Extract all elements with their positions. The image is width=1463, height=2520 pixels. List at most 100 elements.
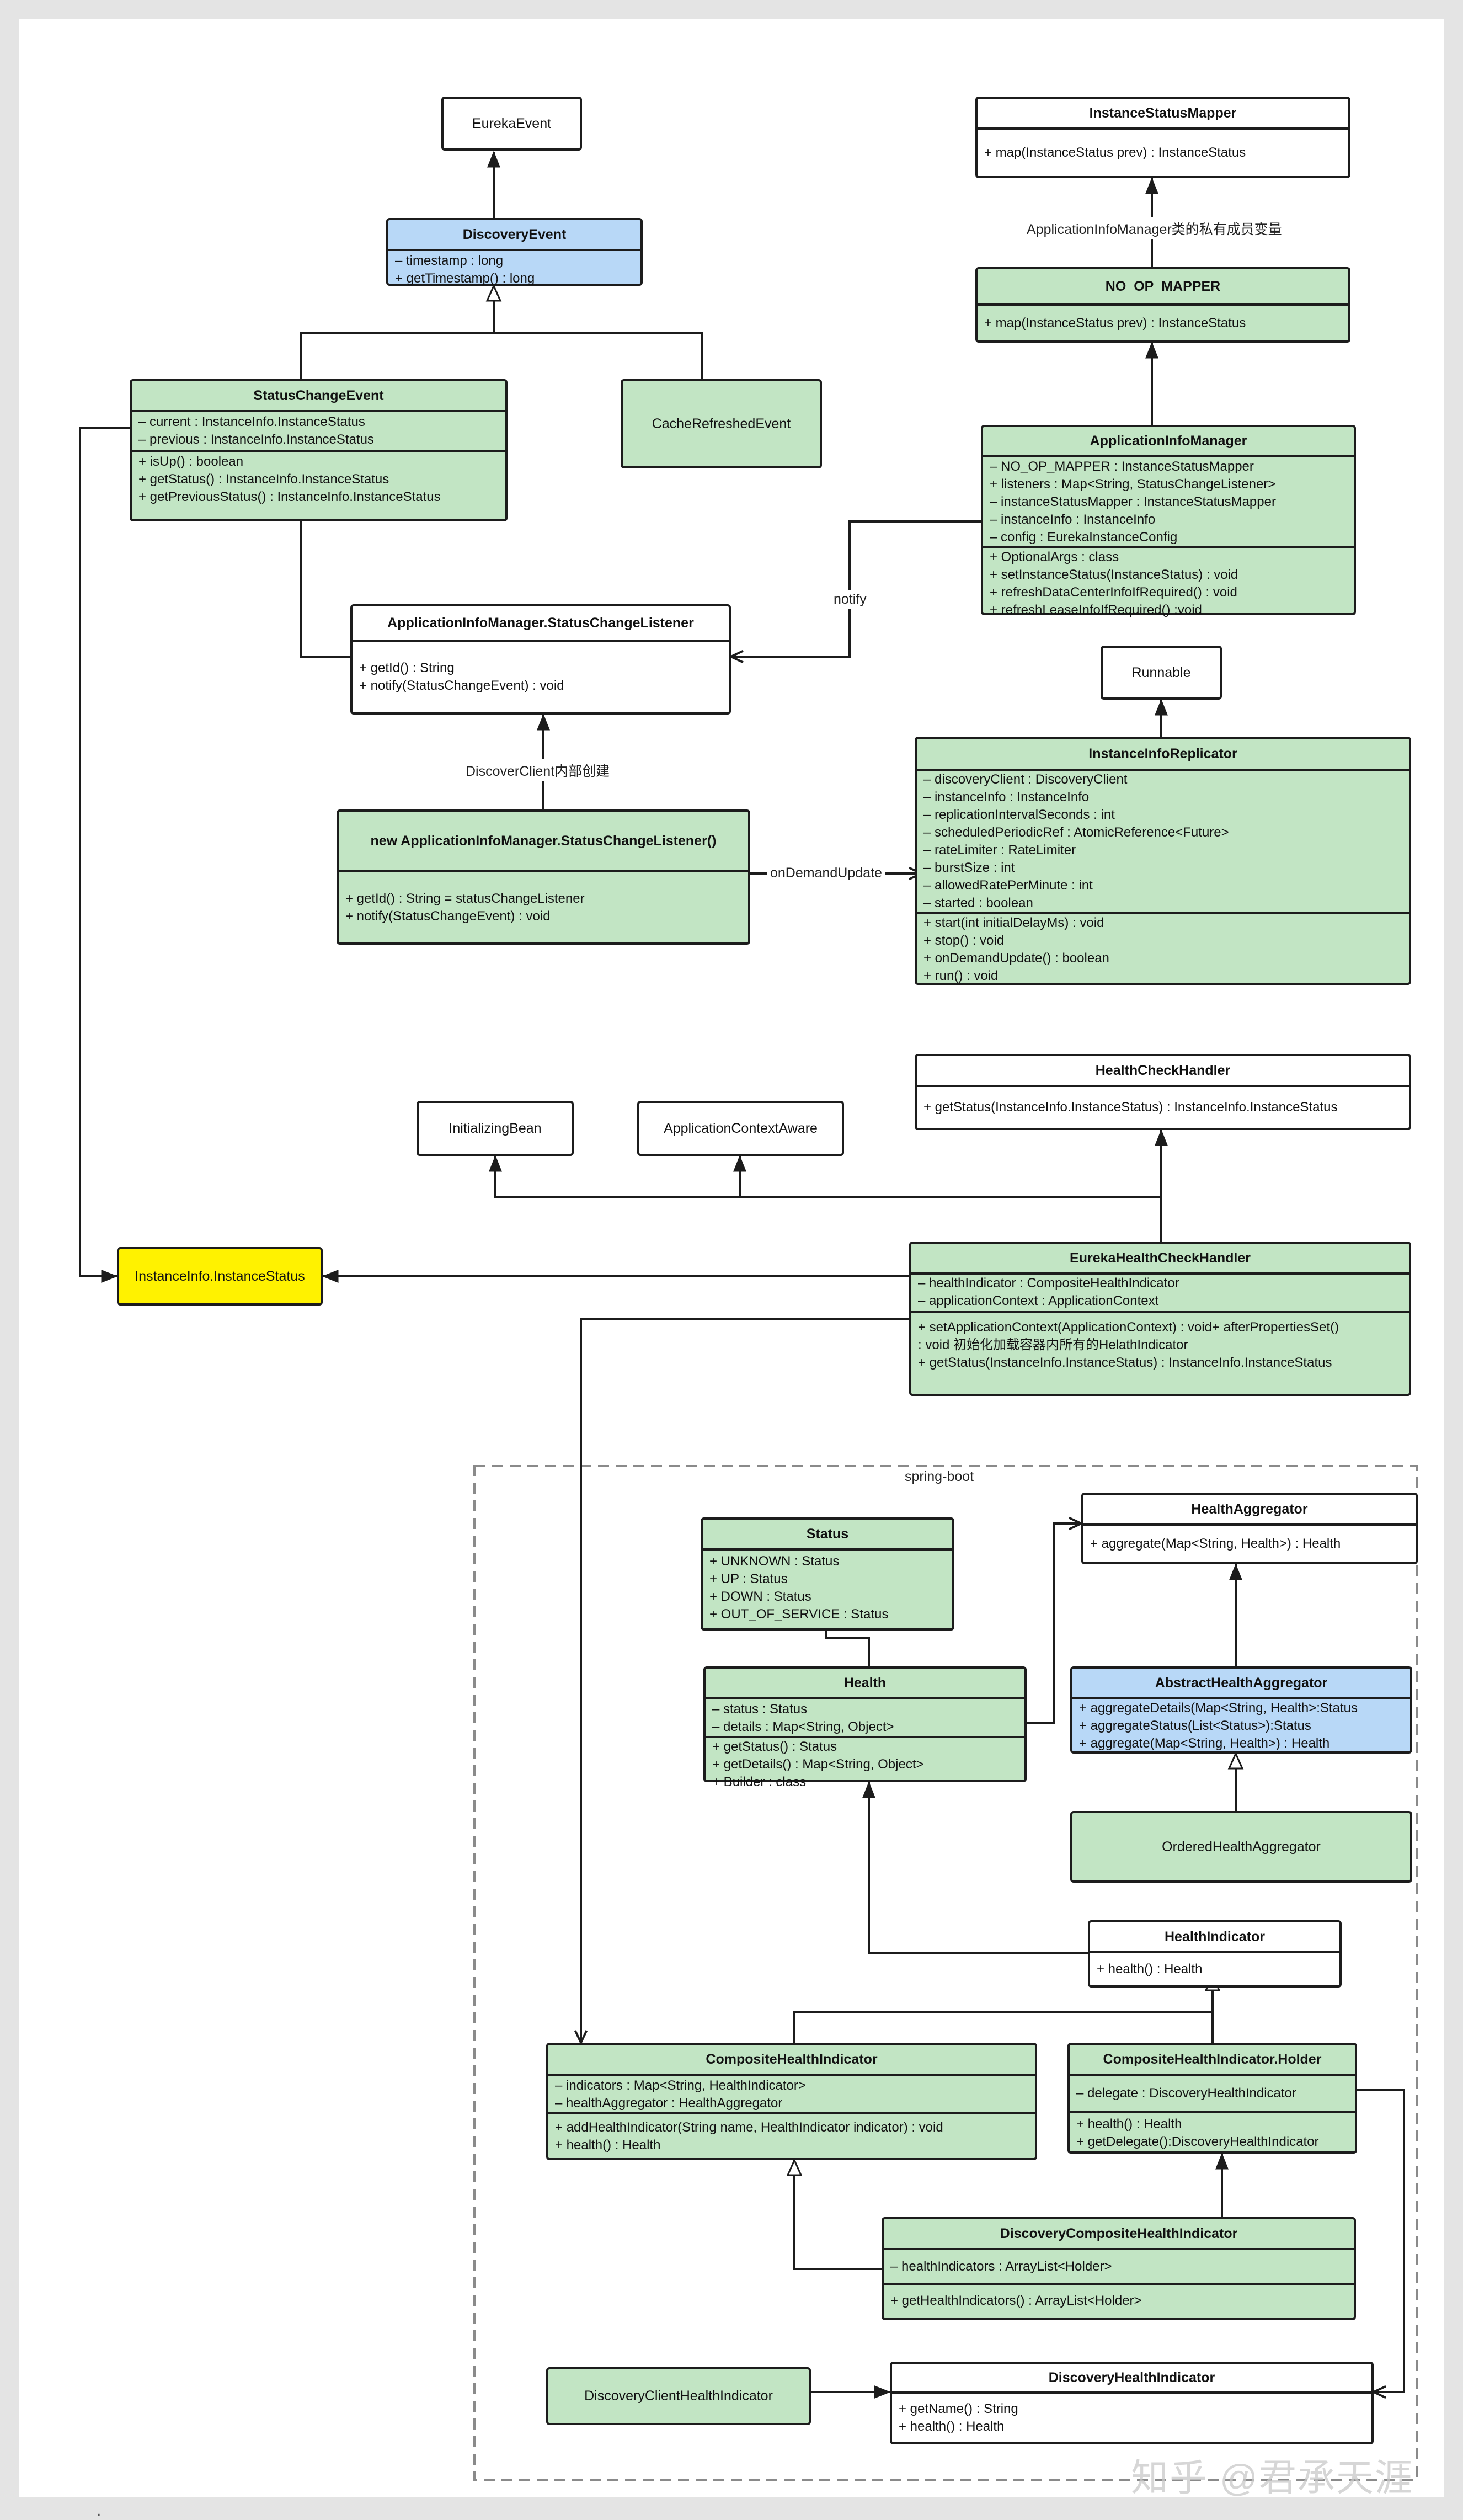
instance-info-replicator-box[interactable]: InstanceInfoReplicator – discoveryClient… bbox=[915, 737, 1411, 985]
new-status-change-listener-method: + notify(StatusChangeEvent) : void bbox=[345, 908, 551, 924]
instance-status-box[interactable]: InstanceInfo.InstanceStatus bbox=[117, 1247, 323, 1306]
health-aggregator-box[interactable]: HealthAggregator + aggregate(Map<String,… bbox=[1081, 1493, 1418, 1564]
discovery-health-indicator-title: DiscoveryHealthIndicator bbox=[892, 2364, 1371, 2394]
edge-eurekahch-to-initializingbean bbox=[489, 1155, 1161, 1198]
application-context-aware-box[interactable]: ApplicationContextAware bbox=[637, 1101, 844, 1156]
health-check-handler-box[interactable]: HealthCheckHandler + getStatus(InstanceI… bbox=[915, 1054, 1411, 1130]
discovery-event-attr: + getTimestamp() : long bbox=[395, 271, 535, 286]
discovery-event-title: DiscoveryEvent bbox=[388, 220, 640, 251]
status-change-listener-method: + getId() : String bbox=[359, 660, 455, 675]
eureka-health-check-handler-method: + setApplicationContext(ApplicationConte… bbox=[918, 1320, 1339, 1335]
application-info-manager-method: + refreshLeaseInfoIfRequired() :void bbox=[990, 603, 1202, 617]
status-change-event-title: StatusChangeEvent bbox=[132, 381, 505, 412]
new-status-change-listener-box[interactable]: new ApplicationInfoManager.StatusChangeL… bbox=[337, 809, 750, 945]
abstract-health-aggregator-box[interactable]: AbstractHealthAggregator + aggregateDeta… bbox=[1070, 1666, 1412, 1754]
instance-info-replicator-attr: – rateLimiter : RateLimiter bbox=[923, 843, 1076, 857]
status-change-event-attr: – previous : InstanceInfo.InstanceStatus bbox=[138, 432, 374, 447]
application-info-manager-box[interactable]: ApplicationInfoManager – NO_OP_MAPPER : … bbox=[981, 425, 1356, 617]
spring-boot-group-border bbox=[473, 1465, 1418, 2481]
initializing-bean-box[interactable]: InitializingBean bbox=[417, 1101, 574, 1156]
health-method: + getDetails() : Map<String, Object> bbox=[712, 1757, 924, 1772]
eureka-health-check-handler-title: EurekaHealthCheckHandler bbox=[911, 1244, 1409, 1275]
health-indicator-title: HealthIndicator bbox=[1090, 1922, 1339, 1953]
composite-health-indicator-box[interactable]: CompositeHealthIndicator – indicators : … bbox=[546, 2043, 1037, 2160]
discovery-client-health-indicator-box[interactable]: DiscoveryClientHealthIndicator bbox=[546, 2367, 811, 2425]
application-info-manager-method: + OptionalArgs : class bbox=[990, 550, 1119, 564]
ordered-health-aggregator-box[interactable]: OrderedHealthAggregator bbox=[1070, 1811, 1412, 1883]
status-box[interactable]: Status + UNKNOWN : Status + UP : Status … bbox=[701, 1517, 954, 1631]
instance-status-mapper-method: + map(InstanceStatus prev) : InstanceSta… bbox=[984, 145, 1246, 160]
composite-health-indicator-attr: – healthAggregator : HealthAggregator bbox=[555, 2096, 783, 2111]
discovery-composite-health-indicator-method: + getHealthIndicators() : ArrayList<Hold… bbox=[890, 2293, 1142, 2308]
on-demand-update-label: onDemandUpdate bbox=[767, 864, 885, 882]
new-status-change-listener-method: + getId() : String = statusChangeListene… bbox=[345, 891, 585, 906]
instance-info-replicator-attr: – started : boolean bbox=[923, 896, 1033, 910]
abstract-health-aggregator-method: + aggregate(Map<String, Health>) : Healt… bbox=[1079, 1736, 1330, 1751]
footer-mark: . bbox=[97, 2501, 102, 2519]
instance-info-replicator-method: + onDemandUpdate() : boolean bbox=[923, 951, 1109, 966]
composite-health-indicator-holder-title: CompositeHealthIndicator.Holder bbox=[1070, 2045, 1355, 2076]
instance-info-replicator-method: + start(int initialDelayMs) : void bbox=[923, 915, 1104, 930]
no-op-mapper-title: NO_OP_MAPPER bbox=[978, 269, 1348, 306]
edge-eurekahch-to-compositehi bbox=[581, 1318, 916, 2043]
application-info-manager-method: + refreshDataCenterInfoIfRequired() : vo… bbox=[990, 585, 1237, 600]
no-op-mapper-box[interactable]: NO_OP_MAPPER + map(InstanceStatus prev) … bbox=[975, 267, 1350, 343]
runnable-box[interactable]: Runnable bbox=[1101, 646, 1222, 700]
notify-label: notify bbox=[830, 590, 870, 609]
cache-refreshed-event-label: CacheRefreshedEvent bbox=[652, 415, 791, 431]
health-indicator-box[interactable]: HealthIndicator + health() : Health bbox=[1088, 1920, 1342, 1988]
edge-statuschangeevent-to-instancestatus bbox=[79, 427, 130, 1283]
composite-health-indicator-holder-box[interactable]: CompositeHealthIndicator.Holder – delega… bbox=[1067, 2043, 1357, 2154]
discovery-health-indicator-box[interactable]: DiscoveryHealthIndicator + getName() : S… bbox=[890, 2362, 1374, 2444]
application-info-manager-attr: – NO_OP_MAPPER : InstanceStatusMapper bbox=[990, 459, 1254, 474]
health-box[interactable]: Health – status : Status – details : Map… bbox=[703, 1666, 1027, 1789]
instance-status-mapper-title: InstanceStatusMapper bbox=[978, 99, 1348, 130]
abstract-health-aggregator-method: + aggregateDetails(Map<String, Health>:S… bbox=[1079, 1701, 1358, 1715]
eureka-event-box[interactable]: EurekaEvent bbox=[441, 97, 582, 151]
edge-holder-to-discoveryhi bbox=[1357, 2089, 1405, 2392]
discovery-composite-health-indicator-title: DiscoveryCompositeHealthIndicator bbox=[884, 2219, 1354, 2250]
eureka-health-check-handler-box[interactable]: EurekaHealthCheckHandler – healthIndicat… bbox=[909, 1242, 1411, 1396]
discovery-event-box[interactable]: DiscoveryEvent – timestamp : long + getT… bbox=[386, 218, 643, 286]
instance-status-label: InstanceInfo.InstanceStatus bbox=[135, 1268, 305, 1284]
health-method: + Builder : class bbox=[712, 1775, 807, 1789]
status-change-listener-method: + notify(StatusChangeEvent) : void bbox=[359, 678, 564, 693]
health-check-handler-method: + getStatus(InstanceInfo.InstanceStatus)… bbox=[923, 1100, 1338, 1115]
new-status-change-listener-title: new ApplicationInfoManager.StatusChangeL… bbox=[339, 812, 748, 872]
instance-info-replicator-title: InstanceInfoReplicator bbox=[917, 739, 1409, 771]
instance-info-replicator-attr: – scheduledPeriodicRef : AtomicReference… bbox=[923, 825, 1229, 840]
application-info-manager-title: ApplicationInfoManager bbox=[983, 427, 1354, 457]
status-title: Status bbox=[703, 1520, 952, 1551]
instance-info-replicator-method: + run() : void bbox=[923, 968, 999, 983]
watermark: 知乎 @君承天涯 bbox=[1131, 2457, 1413, 2499]
application-info-manager-method: + setInstanceStatus(InstanceStatus) : vo… bbox=[990, 567, 1238, 582]
composite-health-indicator-attr: – indicators : Map<String, HealthIndicat… bbox=[555, 2078, 806, 2093]
health-title: Health bbox=[706, 1669, 1024, 1699]
application-context-aware-label: ApplicationContextAware bbox=[664, 1120, 818, 1136]
application-info-manager-attr: + listeners : Map<String, StatusChangeLi… bbox=[990, 477, 1276, 492]
status-change-listener-box[interactable]: ApplicationInfoManager.StatusChangeListe… bbox=[350, 604, 731, 715]
instance-status-mapper-box[interactable]: InstanceStatusMapper + map(InstanceStatu… bbox=[975, 97, 1350, 178]
discovery-composite-health-indicator-box[interactable]: DiscoveryCompositeHealthIndicator – heal… bbox=[882, 2217, 1356, 2320]
runnable-label: Runnable bbox=[1131, 664, 1191, 680]
composite-health-indicator-holder-method: + health() : Health bbox=[1076, 2117, 1182, 2132]
cache-refreshed-event-box[interactable]: CacheRefreshedEvent bbox=[621, 379, 822, 468]
status-change-event-box[interactable]: StatusChangeEvent – current : InstanceIn… bbox=[130, 379, 508, 521]
eureka-health-check-handler-method: : void 初始化加载容器内所有的HelathIndicator bbox=[918, 1338, 1188, 1352]
status-change-event-method: + isUp() : boolean bbox=[138, 454, 244, 469]
discovery-client-health-indicator-label: DiscoveryClientHealthIndicator bbox=[584, 2388, 773, 2404]
instance-info-replicator-attr: – instanceInfo : InstanceInfo bbox=[923, 790, 1090, 805]
discovery-health-indicator-method: + health() : Health bbox=[899, 2419, 1005, 2434]
edge-health-to-healthaggregator bbox=[1027, 1523, 1081, 1724]
edge-compositehi-to-healthindicator bbox=[793, 1975, 1213, 2043]
edge-healthindicator-to-health bbox=[862, 1781, 1088, 1954]
discovery-composite-health-indicator-attr: – healthIndicators : ArrayList<Holder> bbox=[890, 2259, 1112, 2274]
application-info-manager-attr: – instanceInfo : InstanceInfo bbox=[990, 512, 1156, 527]
health-indicator-method: + health() : Health bbox=[1097, 1962, 1203, 1976]
instance-info-replicator-attr: – allowedRatePerMinute : int bbox=[923, 878, 1093, 893]
eureka-health-check-handler-attr: – healthIndicator : CompositeHealthIndic… bbox=[918, 1276, 1179, 1291]
application-info-manager-attr: – config : EurekaInstanceConfig bbox=[990, 530, 1178, 545]
discovery-health-indicator-method: + getName() : String bbox=[899, 2401, 1018, 2416]
discovery-event-attr: – timestamp : long bbox=[395, 253, 504, 268]
status-attr: + UNKNOWN : Status bbox=[709, 1554, 840, 1569]
